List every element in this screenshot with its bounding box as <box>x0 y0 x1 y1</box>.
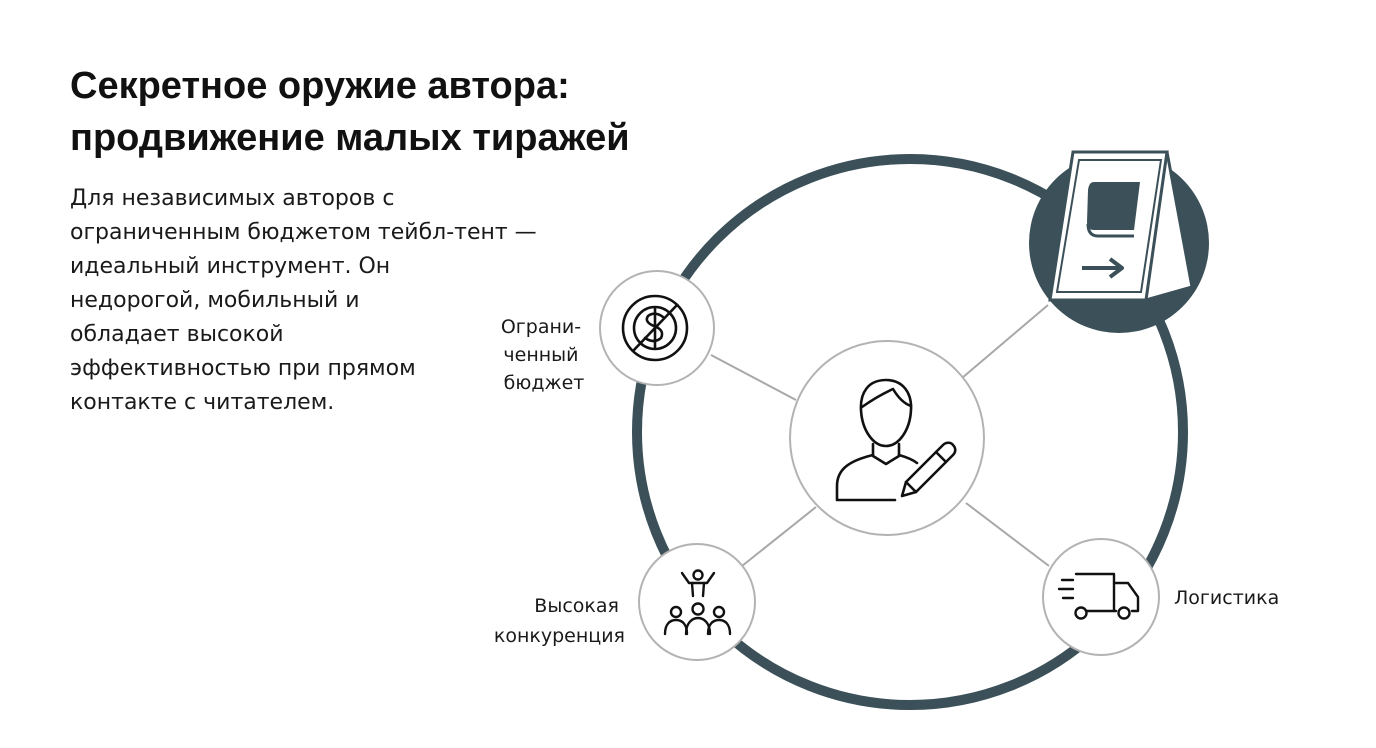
label-budget: Ограни- ченный бюджет <box>501 316 587 394</box>
title-line-1: Секретное оружие автора: <box>70 65 570 107</box>
node-author <box>789 340 985 536</box>
outer-ring <box>632 154 1188 710</box>
page-title: Секретное оружие автора: продвижение мал… <box>70 60 770 164</box>
table-tent-book-icon <box>1048 150 1194 302</box>
delivery-truck-icon <box>1057 572 1140 620</box>
node-table-tent <box>1029 150 1209 333</box>
description-line: идеальный инструмент. Он <box>70 254 391 279</box>
description-line: ограниченным бюджетом тейбл-тент — <box>70 220 537 245</box>
description-text: Для независимых авторов с ограниченным б… <box>70 182 570 420</box>
description-line: Для независимых авторов с <box>70 186 395 211</box>
node-competition <box>638 543 756 661</box>
description-line: недорогой, мобильный и <box>70 288 360 313</box>
node-budget <box>599 270 715 386</box>
description-line: обладает высокой <box>70 322 284 347</box>
label-logistics: Логистика <box>1174 587 1279 609</box>
connector-table-tent <box>961 304 1049 379</box>
connectors <box>710 304 1050 567</box>
label-competition: Высокая конкуренция <box>494 595 625 647</box>
title-line-2: продвижение малых тиражей <box>70 117 630 159</box>
author-with-pen-icon <box>835 378 957 502</box>
description-line: эффективностью при прямом <box>70 356 416 381</box>
node-logistics <box>1042 538 1160 656</box>
no-dollar-icon <box>621 294 689 362</box>
connector-logistics <box>965 502 1050 567</box>
description-line: контакте с читателем. <box>70 390 335 415</box>
audience-crowd-icon <box>663 569 732 636</box>
connector-budget <box>710 354 797 401</box>
connector-competition <box>741 506 817 567</box>
